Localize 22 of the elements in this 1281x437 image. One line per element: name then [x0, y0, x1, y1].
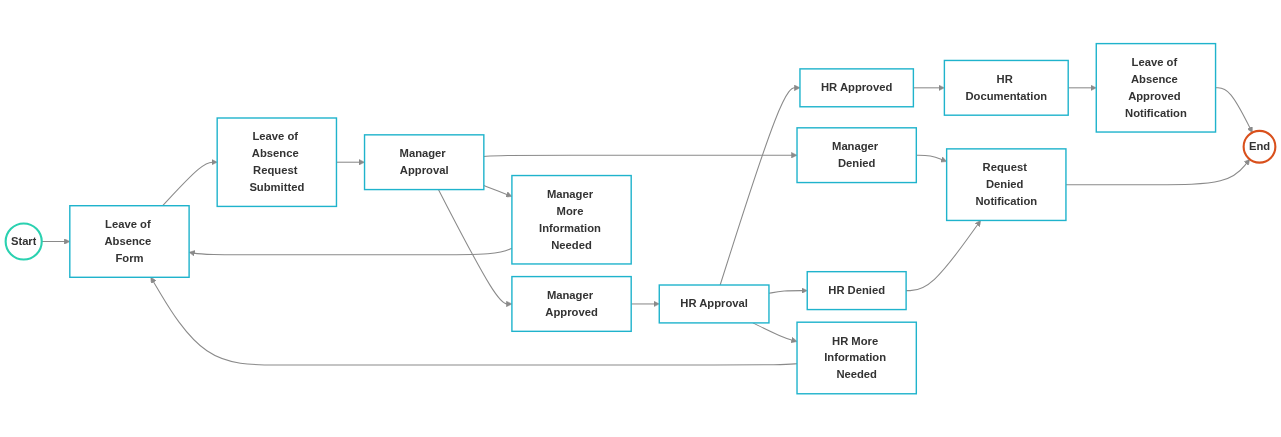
node-box: Manager More Information Needed [511, 174, 632, 265]
arrow [162, 158, 218, 207]
arrow [768, 287, 808, 294]
node-box: Leave of Absence Request Submitted [216, 117, 338, 207]
node-circle: Start [4, 222, 43, 261]
node-box: HR More Information Needed [796, 321, 918, 395]
arrow [483, 151, 798, 159]
arrow [1065, 158, 1250, 185]
node-box: Leave of Absence Form [69, 204, 190, 278]
node-box: Manager Approval [363, 133, 485, 191]
arrow [752, 322, 798, 343]
node-box: HR Documentation [943, 59, 1069, 116]
node-box: Request Denied Notification [945, 147, 1067, 221]
arrow [150, 276, 798, 366]
node-box: Manager Approved [511, 275, 632, 332]
node-box: Manager Denied [796, 126, 918, 184]
node-circle: End [1242, 129, 1277, 164]
node-box: HR Approved [799, 67, 915, 108]
node-box: HR Denied [806, 270, 907, 311]
node-box: HR Approval [658, 284, 770, 324]
arrow [1215, 87, 1253, 133]
node-box: Leave of Absence Approved Notification [1095, 42, 1217, 133]
